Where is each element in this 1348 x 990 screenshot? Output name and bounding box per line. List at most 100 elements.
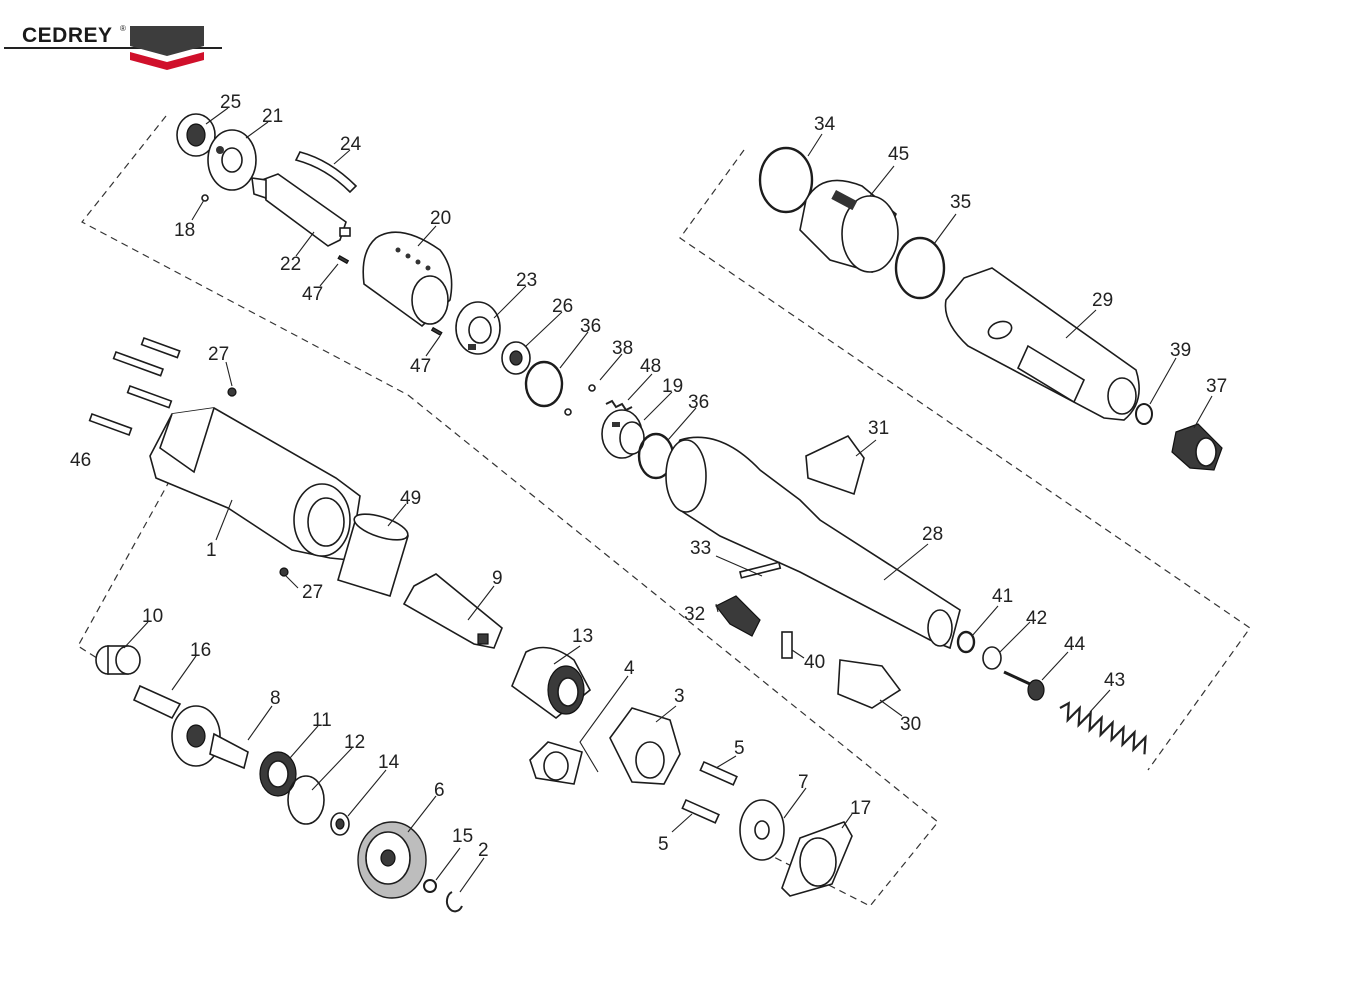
part-47-pin-lower xyxy=(430,326,443,337)
callout-18: 18 xyxy=(174,220,195,241)
part-22-rotor xyxy=(251,173,351,247)
callout-4: 4 xyxy=(624,658,635,679)
callout-37: 37 xyxy=(1206,376,1227,397)
part-24-vane xyxy=(294,151,358,194)
part-10-bushing xyxy=(95,645,141,675)
callout-8: 8 xyxy=(270,688,281,709)
part-41-washer xyxy=(956,630,976,654)
callout-16: 16 xyxy=(190,640,211,661)
callout-15: 15 xyxy=(452,826,473,847)
callout-34: 34 xyxy=(814,114,836,135)
part-36-o-ring-upper xyxy=(524,360,564,408)
callout-29: 29 xyxy=(1092,290,1113,311)
callout-1: 1 xyxy=(206,540,217,561)
part-26-bearing xyxy=(501,341,531,375)
callout-14: 14 xyxy=(378,752,400,773)
callouts: 25 21 24 18 20 22 47 23 26 36 47 38 48 1… xyxy=(70,92,1227,861)
callout-31: 31 xyxy=(868,418,889,439)
leader-lines xyxy=(123,107,1213,893)
callout-2: 2 xyxy=(478,840,489,861)
part-12-washer xyxy=(287,775,325,825)
part-40-pin xyxy=(781,631,793,659)
part-17-end-plate xyxy=(781,821,853,897)
part-16-pin xyxy=(132,684,182,720)
callout-39: 39 xyxy=(1170,340,1191,361)
part-3-gear-housing xyxy=(609,707,681,785)
part-27-screw-lower xyxy=(279,567,289,577)
callout-36-lower: 36 xyxy=(688,392,709,413)
part-47-pin-upper xyxy=(337,254,350,265)
part-48-spring xyxy=(605,399,633,412)
part-27-screw-upper xyxy=(227,387,237,397)
part-32-lever xyxy=(715,595,761,637)
part-42-washer xyxy=(982,646,1002,670)
callout-7: 7 xyxy=(798,772,809,793)
callout-43: 43 xyxy=(1104,670,1125,691)
part-31-cover xyxy=(805,434,865,496)
callout-6: 6 xyxy=(434,780,445,801)
part-28-angle-head xyxy=(665,436,961,650)
part-38-ball xyxy=(588,384,596,392)
part-29-handle xyxy=(944,267,1140,421)
part-45-exhaust-ring xyxy=(799,179,899,273)
callout-17: 17 xyxy=(850,798,871,819)
assembly-guides xyxy=(77,115,1251,907)
callout-13: 13 xyxy=(572,626,593,647)
part-2-circlip xyxy=(445,891,463,913)
part-11-bearing xyxy=(259,751,297,797)
callout-20: 20 xyxy=(430,208,451,229)
part-23-front-plate xyxy=(455,301,501,355)
callout-33: 33 xyxy=(690,538,711,559)
part-30-guard xyxy=(837,659,902,709)
callout-36-upper: 36 xyxy=(580,316,601,337)
callout-38: 38 xyxy=(612,338,633,359)
callout-44: 44 xyxy=(1064,634,1086,655)
part-46-bolts xyxy=(88,336,181,436)
callout-47-upper: 47 xyxy=(302,284,323,305)
part-14-bushing xyxy=(330,812,350,836)
part-4-bushing xyxy=(529,741,583,785)
part-8-bevel-gear xyxy=(171,705,249,770)
part-44-valve xyxy=(1003,670,1045,701)
callout-27-lower: 27 xyxy=(302,582,323,603)
callout-32: 32 xyxy=(684,604,705,625)
callout-5-lower: 5 xyxy=(658,834,669,855)
part-39-ring xyxy=(1135,403,1153,425)
callout-48: 48 xyxy=(640,356,661,377)
part-1-housing xyxy=(149,407,361,561)
callout-5-upper: 5 xyxy=(734,738,745,759)
callout-40: 40 xyxy=(804,652,825,673)
part-37-air-inlet xyxy=(1171,423,1223,471)
callout-30: 30 xyxy=(900,714,921,735)
callout-42: 42 xyxy=(1026,608,1047,629)
part-49-sleeve xyxy=(337,513,409,598)
part-25-bearing xyxy=(176,113,216,157)
callout-41: 41 xyxy=(992,586,1013,607)
part-20-cylinder xyxy=(362,231,453,328)
callout-49: 49 xyxy=(400,488,421,509)
part-38-pin-lower xyxy=(564,408,572,416)
part-18-pin xyxy=(201,194,209,202)
callout-12: 12 xyxy=(344,732,365,753)
callout-45: 45 xyxy=(888,144,909,165)
callout-22: 22 xyxy=(280,254,301,275)
part-35-o-ring xyxy=(894,236,946,300)
part-13-gear-cage xyxy=(511,646,592,720)
callout-24: 24 xyxy=(340,134,362,155)
callout-26: 26 xyxy=(552,296,573,317)
part-19-valve-body xyxy=(601,409,645,459)
part-15-washer xyxy=(423,879,437,893)
callout-11: 11 xyxy=(312,710,332,731)
callout-28: 28 xyxy=(922,524,943,545)
brand-name: CEDREY xyxy=(22,24,113,47)
part-6-ring-gear xyxy=(357,821,427,899)
logo-chevron-icon xyxy=(130,26,204,70)
registered-mark: ® xyxy=(120,24,126,33)
part-43-spring xyxy=(1059,701,1147,755)
part-21-end-plate xyxy=(207,129,257,191)
callout-10: 10 xyxy=(142,606,163,627)
callout-3: 3 xyxy=(674,686,685,707)
callout-9: 9 xyxy=(492,568,503,589)
